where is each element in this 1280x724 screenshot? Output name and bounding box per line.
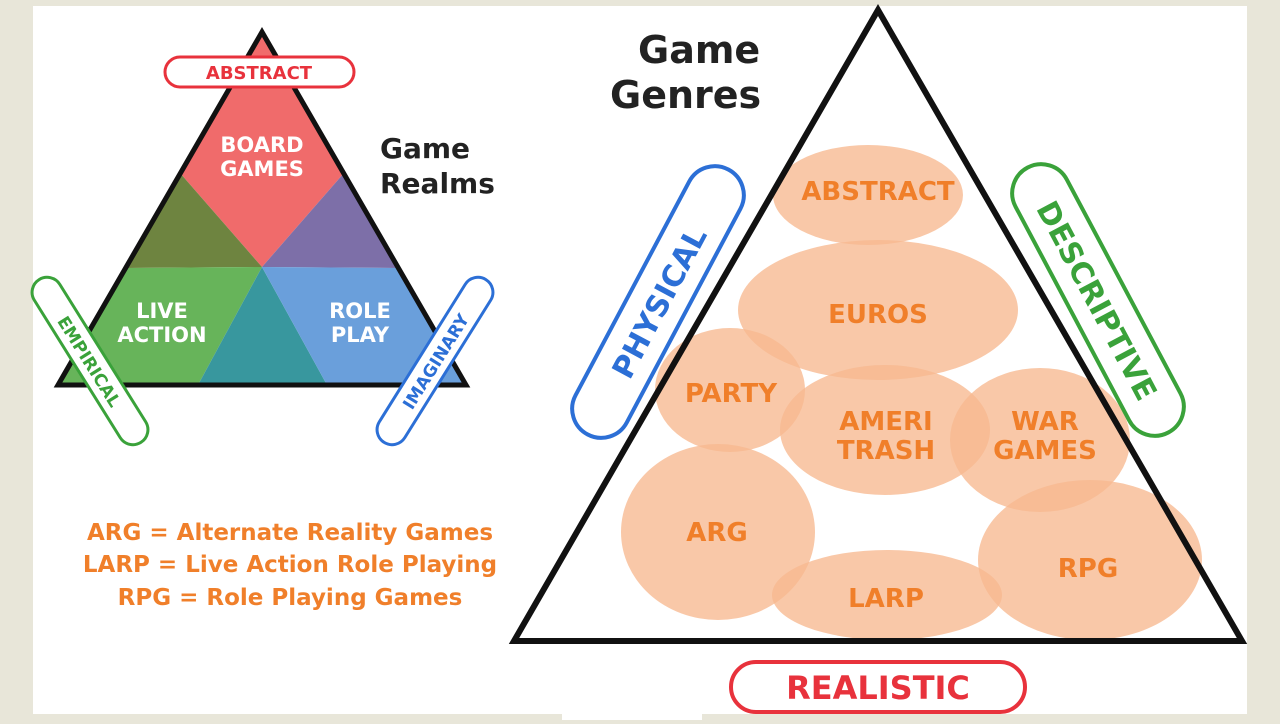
live-action-label-1: LIVE [136,299,188,323]
genre-rpg: RPG [1058,554,1118,584]
genre-arg: ARG [686,518,747,548]
abstract-badge-label: ABSTRACT [206,63,313,84]
abstract-badge [163,55,356,89]
realm-purple [262,173,399,268]
legend-rpg: RPG = Role Playing Games [118,585,463,611]
board-games-label-1: BOARD [220,133,303,157]
genres-title-line1: Game [638,28,760,72]
blob-euros [738,240,1018,380]
realm-board-games [180,32,344,267]
realm-olive [125,173,262,268]
role-play-label-2: PLAY [331,323,390,347]
genre-party: PARTY [685,379,778,409]
blob-arg [621,444,815,620]
blob-rpg [978,480,1202,640]
genres-title-line2: Genres [610,73,761,117]
genre-ameritrash-2: TRASH [837,436,935,466]
blob-abstract [773,145,963,245]
legend-larp: LARP = Live Action Role Playing [83,552,497,578]
blob-war-games [950,368,1130,512]
live-action-label-2: ACTION [117,323,206,347]
realm-teal [198,267,327,385]
genre-euros: EUROS [828,300,928,330]
role-play-label-1: ROLE [329,299,391,323]
genre-war-games-1: WAR [1011,407,1079,437]
genre-ameritrash-1: AMERI [839,407,932,437]
realistic-badge-label: REALISTIC [786,669,970,707]
realistic-badge [729,660,1027,714]
genre-abstract: ABSTRACT [801,177,955,207]
blob-party [655,328,805,452]
realms-title-line1: Game [380,132,470,165]
genres-outline [508,3,1248,644]
legend-arg: ARG = Alternate Reality Games [87,520,493,546]
realms-triangle [58,32,466,385]
realms-outline [53,27,471,388]
genre-blobs [621,145,1202,640]
blob-larp [772,550,1002,640]
blob-ameritrash [780,365,990,495]
board-games-label-2: GAMES [220,157,304,181]
genre-larp: LARP [848,584,924,614]
realms-title-line2: Realms [380,167,495,200]
slide-tab [562,706,702,720]
genre-war-games-2: GAMES [993,436,1097,466]
